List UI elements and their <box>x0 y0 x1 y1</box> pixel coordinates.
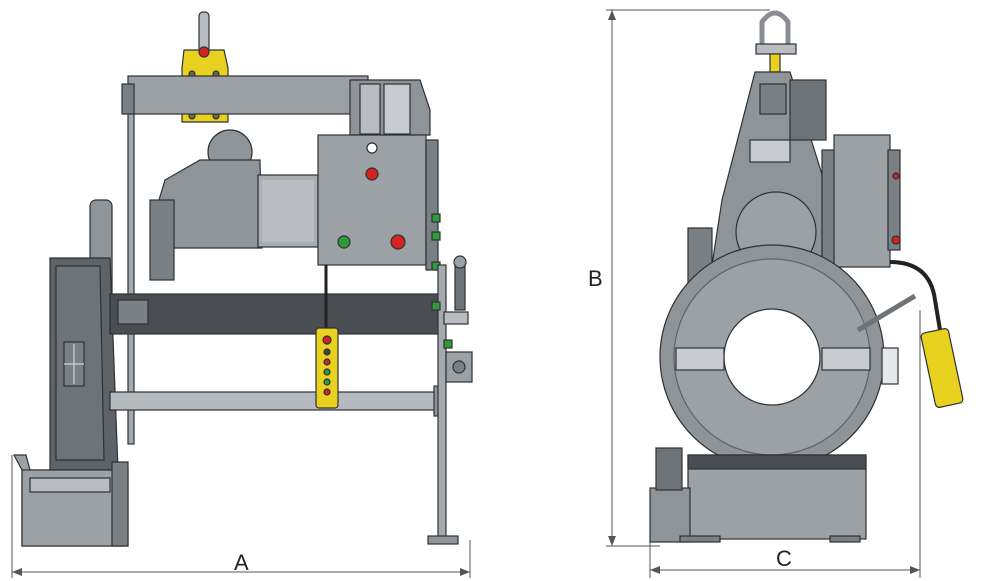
pendant-control-icon <box>920 328 964 408</box>
dimension-arrows <box>12 10 920 576</box>
dimension-label-a: A <box>234 550 249 575</box>
indicator-light-icon <box>390 234 406 250</box>
dimension-lines <box>11 9 921 578</box>
dimension-label-c: C <box>776 546 792 571</box>
pendant-control-icon <box>315 327 339 409</box>
front-view <box>649 10 964 543</box>
indicator-light-icon <box>366 142 378 154</box>
indicator-light-icon <box>337 235 351 249</box>
dimension-label-b: B <box>588 266 603 291</box>
side-view <box>13 11 473 547</box>
indicator-light-icon <box>365 167 379 181</box>
